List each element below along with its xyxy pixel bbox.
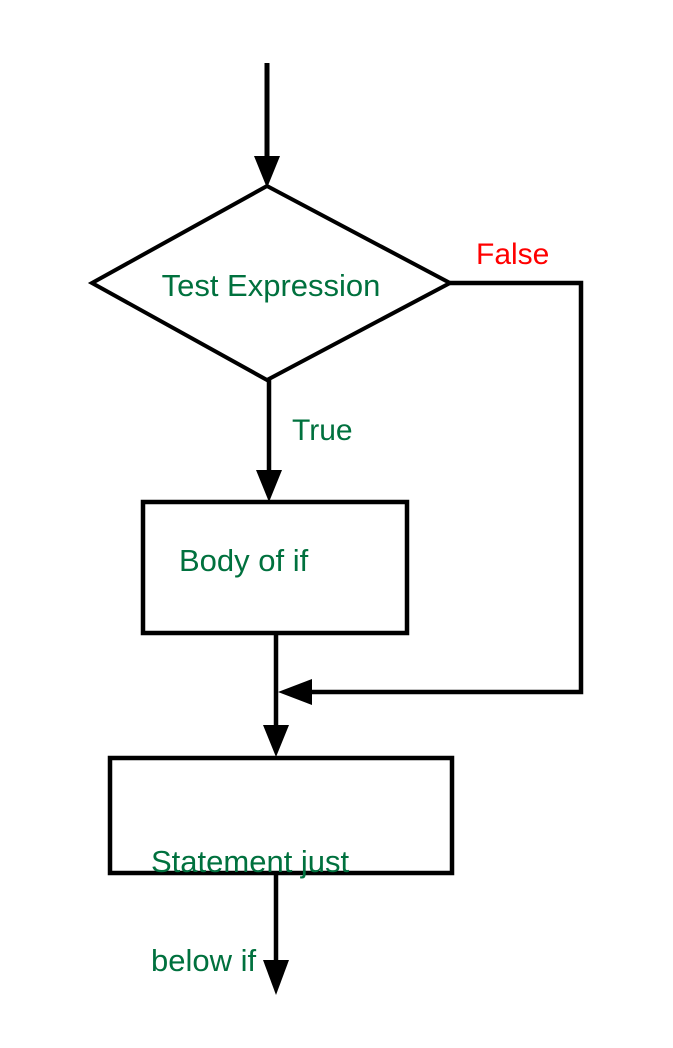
body-of-if-box xyxy=(140,499,410,636)
false-branch-label: False xyxy=(476,238,550,271)
true-branch-arrowhead-icon xyxy=(256,470,282,502)
entry-arrowhead-icon xyxy=(254,156,280,188)
statement-label-line1: Statement just xyxy=(151,844,350,879)
statement-box xyxy=(107,755,455,876)
decision-label: Test Expression xyxy=(161,268,381,303)
body-of-if-label: Body of if xyxy=(179,543,309,578)
statement-label: Statement just below if xyxy=(151,779,349,1043)
false-branch-line xyxy=(310,280,584,695)
body-to-statement-arrowhead-icon xyxy=(263,725,289,757)
exit-arrowhead-icon xyxy=(263,960,289,995)
true-branch-label: True xyxy=(292,414,353,447)
statement-label-line2: below if xyxy=(151,943,257,978)
false-branch-arrowhead-icon xyxy=(278,679,312,705)
